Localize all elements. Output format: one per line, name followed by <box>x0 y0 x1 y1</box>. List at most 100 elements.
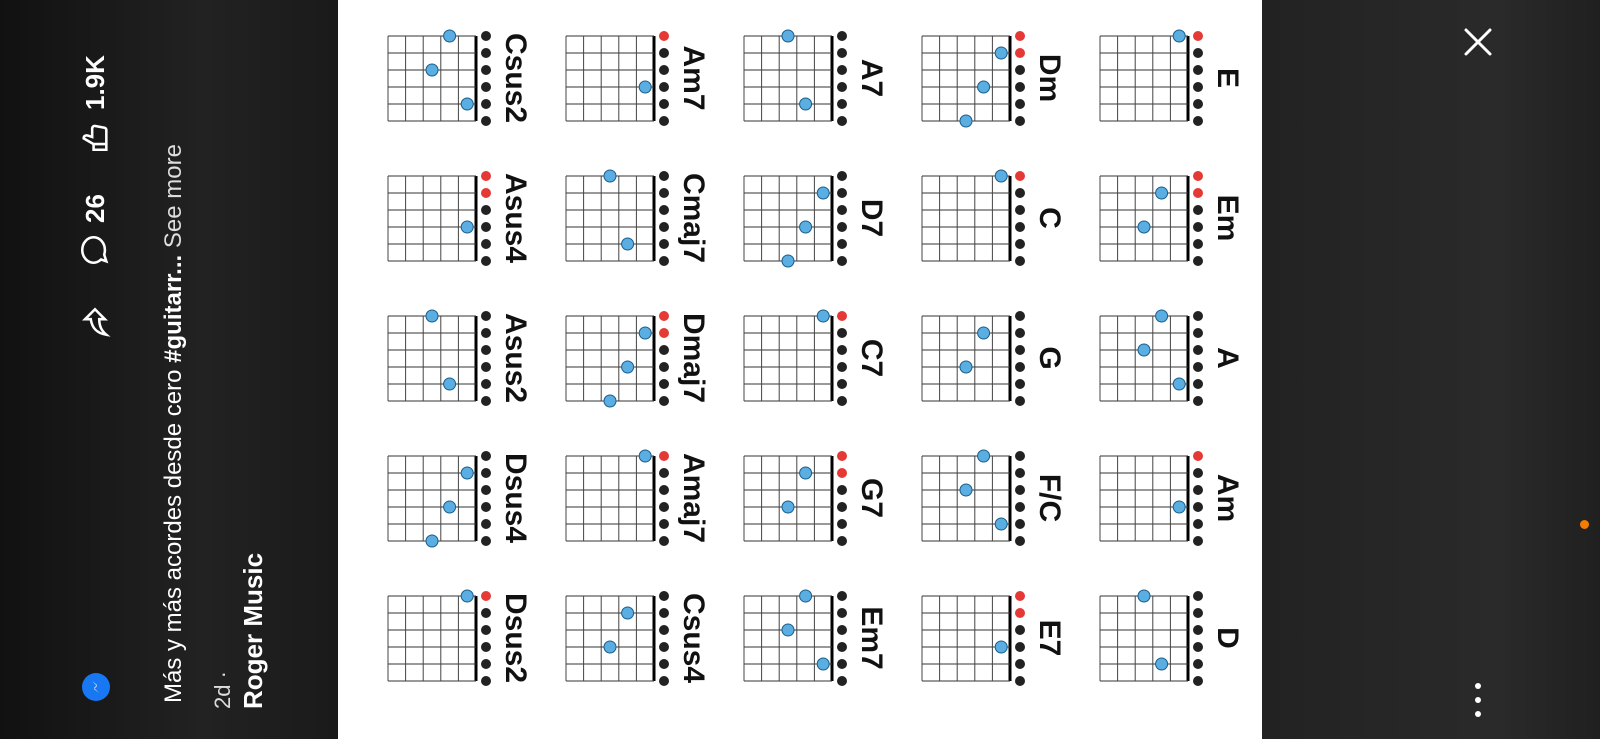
finger-dot <box>959 114 973 128</box>
open-string-marker <box>1015 485 1025 495</box>
muted-string-marker <box>659 31 669 41</box>
close-icon[interactable] <box>1458 22 1498 62</box>
post-info-rotated: Roger Music 2d · Más y más acordes desde… <box>0 0 338 739</box>
chord-diagram <box>565 311 669 408</box>
open-string-marker <box>659 171 669 181</box>
open-string-marker <box>1015 116 1025 126</box>
open-string-marker <box>1193 519 1203 529</box>
open-string-marker <box>481 519 491 529</box>
chord-diagram <box>921 311 1025 406</box>
open-string-marker <box>837 536 847 546</box>
open-string-marker <box>1193 642 1203 652</box>
open-string-marker <box>481 625 491 635</box>
more-vertical-icon[interactable] <box>1466 680 1490 720</box>
open-string-marker <box>1015 536 1025 546</box>
finger-dot <box>959 360 973 374</box>
open-string-marker <box>659 676 669 686</box>
open-string-marker <box>1015 468 1025 478</box>
open-string-marker <box>1015 188 1025 198</box>
open-string-marker <box>481 116 491 126</box>
chord-diagram <box>921 591 1025 686</box>
open-string-marker <box>659 239 669 249</box>
open-string-marker <box>1193 239 1203 249</box>
comment-icon <box>80 235 109 265</box>
finger-dot <box>977 449 991 463</box>
muted-string-marker <box>659 328 669 338</box>
chord-diagram <box>565 449 669 546</box>
open-string-marker <box>837 659 847 669</box>
like-button[interactable]: 1.9K <box>78 55 112 154</box>
finger-dot <box>638 326 652 340</box>
chord-name-dmaj7: Dmaj7 <box>677 312 710 404</box>
open-string-marker <box>659 205 669 215</box>
muted-string-marker <box>659 311 669 321</box>
open-string-marker <box>1193 256 1203 266</box>
open-string-marker <box>1015 396 1025 406</box>
chord-diagram <box>387 451 491 548</box>
chord-name-g7: G7 <box>855 477 888 519</box>
chord-diagram <box>387 309 491 406</box>
open-string-marker <box>837 205 847 215</box>
see-more-link[interactable]: See more <box>160 144 187 249</box>
post-time: 2d · <box>210 671 235 709</box>
chord-name-asus4: Asus4 <box>499 172 532 264</box>
comment-button[interactable]: 26 <box>78 194 112 267</box>
open-string-marker <box>659 82 669 92</box>
chord-diagram <box>565 31 669 126</box>
messenger-badge[interactable] <box>82 673 110 701</box>
open-string-marker <box>659 468 669 478</box>
open-string-marker <box>659 116 669 126</box>
chord-diagram <box>921 169 1025 266</box>
open-string-marker <box>837 171 847 181</box>
open-string-marker <box>659 65 669 75</box>
like-count: 1.9K <box>79 55 110 110</box>
open-string-marker <box>481 205 491 215</box>
open-string-marker <box>659 188 669 198</box>
open-string-marker <box>1015 256 1025 266</box>
open-string-marker <box>837 65 847 75</box>
post-hashtag[interactable]: #guitarr... <box>160 254 187 363</box>
open-string-marker <box>659 659 669 669</box>
open-string-marker <box>481 222 491 232</box>
open-string-marker <box>837 485 847 495</box>
muted-string-marker <box>659 451 669 461</box>
chord-name-am: Am <box>1211 473 1244 523</box>
open-string-marker <box>1015 502 1025 512</box>
open-string-marker <box>1193 625 1203 635</box>
chord-diagram <box>921 31 1025 128</box>
finger-dot <box>994 640 1008 654</box>
open-string-marker <box>1193 536 1203 546</box>
open-string-marker <box>837 256 847 266</box>
open-string-marker <box>1193 608 1203 618</box>
open-string-marker <box>659 625 669 635</box>
open-string-marker <box>1015 65 1025 75</box>
chord-name-d: D <box>1211 627 1244 649</box>
open-string-marker <box>481 608 491 618</box>
open-string-marker <box>1193 379 1203 389</box>
open-string-marker <box>1193 502 1203 512</box>
open-string-marker <box>1193 116 1203 126</box>
chord-name-em: Em <box>1211 194 1244 242</box>
open-string-marker <box>481 256 491 266</box>
open-string-marker <box>837 625 847 635</box>
open-string-marker <box>1193 82 1203 92</box>
open-string-marker <box>837 31 847 41</box>
viewer-controls-panel <box>1262 0 1600 739</box>
muted-string-marker <box>837 468 847 478</box>
share-button[interactable] <box>78 305 117 339</box>
open-string-marker <box>481 345 491 355</box>
chord-diagram <box>743 29 847 126</box>
post-caption: Más y más acordes desde cero <box>160 362 187 703</box>
open-string-marker <box>481 502 491 512</box>
open-string-marker <box>481 396 491 406</box>
finger-dot <box>816 309 830 323</box>
post-author[interactable]: Roger Music <box>238 552 268 709</box>
finger-dot <box>621 606 635 620</box>
finger-dot <box>638 80 652 94</box>
finger-dot <box>1137 343 1151 357</box>
chord-diagram <box>743 171 847 268</box>
finger-dot <box>781 29 795 43</box>
open-string-marker <box>1015 451 1025 461</box>
open-string-marker <box>837 222 847 232</box>
